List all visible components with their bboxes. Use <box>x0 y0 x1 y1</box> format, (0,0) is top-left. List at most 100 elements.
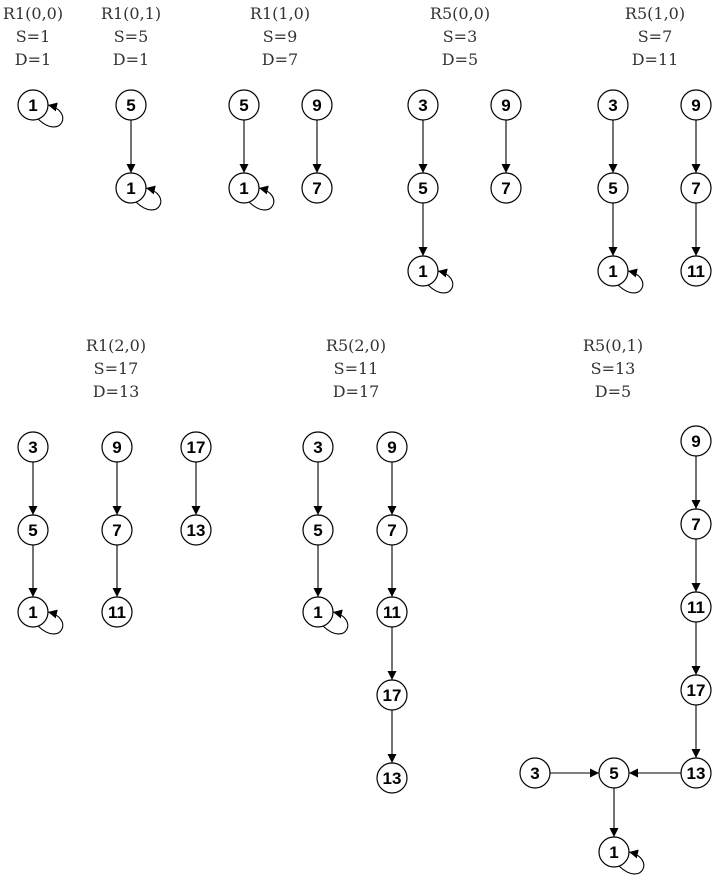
node-circle <box>302 431 334 463</box>
edges-layer <box>28 102 701 875</box>
node-label: 3 <box>530 764 539 783</box>
panel-d-value: D=17 <box>333 382 380 401</box>
graph-node: 11 <box>680 255 712 287</box>
node-label: 1 <box>28 96 37 115</box>
node-label: 9 <box>691 432 700 451</box>
graph-node: 1 <box>407 255 439 287</box>
panel-title: R5(2,0) <box>326 336 386 355</box>
panel-d-value: D=13 <box>93 382 140 401</box>
graph-node: 1 <box>115 172 147 204</box>
panel-d-value: D=1 <box>113 50 149 69</box>
graph-node: 1 <box>17 89 49 121</box>
panel: R5(1,0) S=7 D=11 <box>625 4 685 69</box>
node-circle <box>17 431 49 463</box>
node-circle <box>680 591 712 623</box>
node-label: 13 <box>383 769 402 788</box>
node-circle <box>490 89 522 121</box>
node-circle <box>228 89 260 121</box>
graph-node: 5 <box>598 757 630 789</box>
graph-node: 11 <box>376 596 408 628</box>
panel-d-value: D=11 <box>632 50 679 69</box>
graph-node: 3 <box>17 431 49 463</box>
graph-node: 1 <box>598 836 630 868</box>
self-loop-edge <box>37 609 64 635</box>
node-circle <box>376 679 408 711</box>
graph-node: 17 <box>180 431 212 463</box>
node-circle <box>680 757 712 789</box>
panel-s-value: S=5 <box>114 27 149 46</box>
node-circle <box>301 89 333 121</box>
graph-node: 11 <box>101 596 133 628</box>
graph-node: 9 <box>101 431 133 463</box>
panel-title: R5(1,0) <box>625 4 685 23</box>
node-label: 5 <box>313 521 322 540</box>
panel-s-value: S=17 <box>94 359 139 378</box>
self-loop-edge <box>37 102 64 128</box>
panel-s-value: S=13 <box>591 359 636 378</box>
node-circle <box>17 514 49 546</box>
graph-node: 7 <box>680 172 712 204</box>
graph-node: 7 <box>490 172 522 204</box>
graph-node: 9 <box>490 89 522 121</box>
node-label: 17 <box>383 686 402 705</box>
node-label: 17 <box>187 438 206 457</box>
node-circle <box>180 431 212 463</box>
node-label: 3 <box>28 438 37 457</box>
node-label: 11 <box>687 262 705 281</box>
node-circle <box>302 514 334 546</box>
panel-title: R5(0,1) <box>583 336 643 355</box>
node-circle <box>228 172 260 204</box>
panel: R5(0,0) S=3 D=5 <box>430 4 490 69</box>
graph-node: 5 <box>302 514 334 546</box>
graph-node: 17 <box>376 679 408 711</box>
node-circle <box>407 172 439 204</box>
self-loop-edge <box>248 185 275 211</box>
panel-s-value: S=3 <box>443 27 478 46</box>
graph-node: 9 <box>680 425 712 457</box>
node-label: 7 <box>312 179 321 198</box>
node-label: 9 <box>691 96 700 115</box>
panel-s-value: S=11 <box>334 359 379 378</box>
node-label: 11 <box>383 603 401 622</box>
graph-node: 7 <box>101 514 133 546</box>
panel-d-value: D=7 <box>262 50 298 69</box>
node-circle <box>376 431 408 463</box>
panel-s-value: S=7 <box>638 27 673 46</box>
node-circle <box>376 596 408 628</box>
node-circle <box>519 757 551 789</box>
graph-node: 17 <box>680 674 712 706</box>
node-label: 11 <box>687 598 705 617</box>
node-label: 7 <box>387 521 396 540</box>
graph-node: 3 <box>407 89 439 121</box>
node-label: 11 <box>108 603 126 622</box>
node-label: 9 <box>312 96 321 115</box>
node-label: 13 <box>687 764 706 783</box>
panel: R1(0,0) S=1 D=1 <box>3 4 63 69</box>
graph-node: 5 <box>17 514 49 546</box>
node-circle <box>407 255 439 287</box>
node-circle <box>17 596 49 628</box>
node-circle <box>101 431 133 463</box>
node-label: 9 <box>387 438 396 457</box>
node-label: 17 <box>687 681 706 700</box>
node-label: 3 <box>418 96 427 115</box>
node-circle <box>680 89 712 121</box>
node-circle <box>680 172 712 204</box>
node-circle <box>407 89 439 121</box>
node-circle <box>115 89 147 121</box>
graph-node: 1 <box>597 255 629 287</box>
graph-node: 11 <box>680 591 712 623</box>
node-label: 13 <box>187 521 206 540</box>
self-loop-edge <box>427 268 454 294</box>
graph-node: 9 <box>376 431 408 463</box>
graph-node: 7 <box>680 508 712 540</box>
node-label: 1 <box>28 603 37 622</box>
graph-node: 1 <box>302 596 334 628</box>
node-circle <box>376 762 408 794</box>
panel-d-value: D=1 <box>15 50 51 69</box>
node-circle <box>101 514 133 546</box>
node-label: 9 <box>501 96 510 115</box>
node-circle <box>680 255 712 287</box>
